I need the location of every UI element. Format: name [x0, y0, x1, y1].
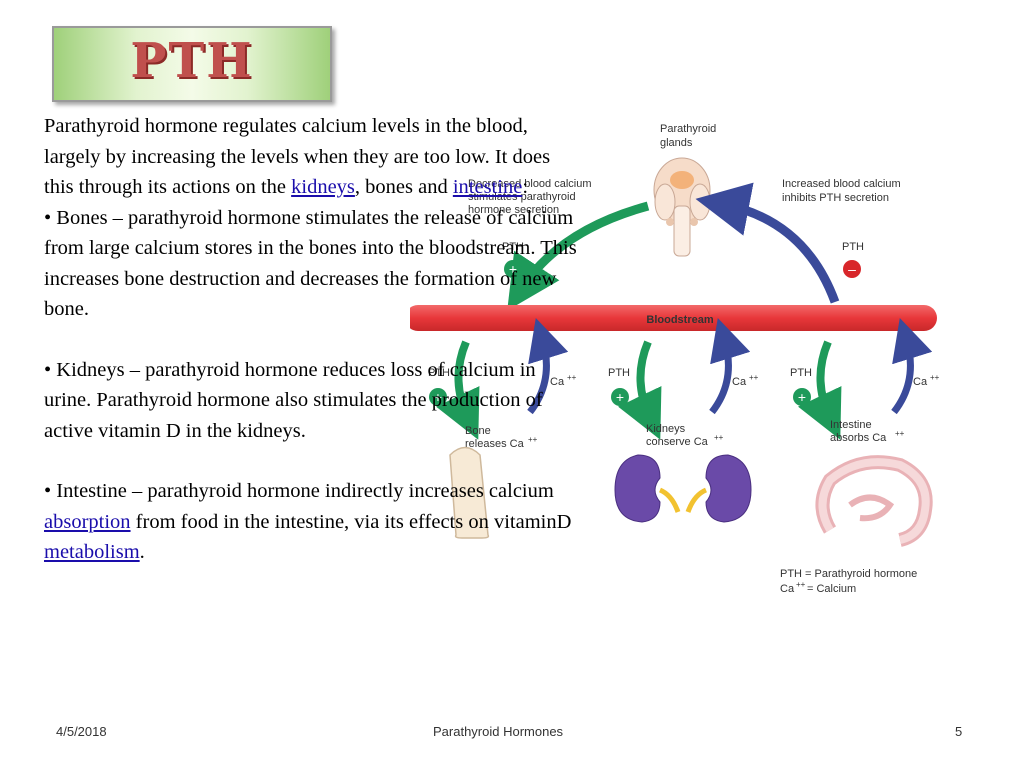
footer-title: Parathyroid Hormones	[433, 724, 564, 739]
kidneys-bullet: • Kidneys – parathyroid hormone reduces …	[44, 358, 543, 442]
title-box: PTH	[52, 26, 332, 102]
svg-text:PTH: PTH	[428, 367, 450, 379]
svg-text:+: +	[616, 389, 624, 405]
bloodstream-label: Bloodstream	[646, 314, 713, 326]
parathyroid-glands-image	[653, 157, 711, 257]
svg-text:++: ++	[895, 429, 905, 438]
kidneys-label-2: conserve Ca	[646, 436, 709, 448]
bones-bullet: • Bones – parathyroid hormone stimulates…	[44, 206, 577, 321]
glands-label-2: glands	[660, 137, 693, 149]
svg-text:PTH: PTH	[790, 367, 812, 379]
svg-text:PTH: PTH	[608, 367, 630, 379]
slide-body: Parathyroid hormone regulates calcium le…	[44, 111, 584, 568]
pth-label-top-left: PTH	[502, 241, 524, 253]
intestine-label-2: absorbs Ca	[830, 432, 887, 444]
svg-text:Ca: Ca	[913, 376, 928, 388]
legend-line-2a: Ca	[780, 583, 795, 595]
pth-diagram: Parathyroid glands Decreased blood calci…	[410, 123, 940, 595]
decreased-label-1: Decreased blood calcium	[468, 178, 592, 190]
svg-text:++: ++	[714, 433, 724, 442]
increased-label-2: inhibits PTH secretion	[782, 192, 889, 204]
intestine-arrows: PTH + Ca ++	[790, 317, 940, 440]
svg-text:–: –	[848, 261, 856, 277]
intestine-link[interactable]: intestine	[452, 176, 523, 198]
green-arc-arrow	[507, 201, 650, 311]
absorption-link[interactable]: absorption	[44, 510, 131, 533]
svg-text:+: +	[509, 261, 517, 277]
kidneys-link[interactable]: kidneys	[291, 176, 355, 198]
glands-label-1: Parathyroid	[660, 123, 716, 135]
bone-label-2: releases Ca	[465, 438, 525, 450]
svg-text:+: +	[798, 389, 806, 405]
svg-text:++: ++	[796, 580, 806, 589]
footer-date: 4/5/2018	[56, 724, 107, 739]
intestine-image	[815, 455, 933, 547]
bone-label-1: Bone	[465, 425, 491, 437]
decreased-label-2: stimulates parathyroid	[468, 191, 576, 203]
svg-text:++: ++	[930, 373, 940, 382]
bone-image	[449, 446, 490, 539]
svg-text:++: ++	[567, 373, 577, 382]
intestine-label-1: Intestine	[830, 419, 872, 431]
kidney-arrows: PTH + Ca ++	[608, 317, 759, 440]
svg-text:++: ++	[749, 373, 759, 382]
pth-label-top-right: PTH	[842, 241, 864, 253]
increased-label-1: Increased blood calcium	[782, 178, 901, 190]
decreased-label-3: hormone secretion	[468, 204, 559, 216]
footer-page-number: 5	[955, 724, 963, 739]
intro-paragraph: Parathyroid hormone regulates calcium le…	[44, 115, 551, 198]
legend-line-2b: = Calcium	[807, 583, 856, 595]
minus-icon-top-right	[843, 260, 861, 278]
svg-text:++: ++	[528, 435, 538, 444]
svg-text:Ca: Ca	[732, 376, 747, 388]
kidneys-label-1: Kidneys	[646, 423, 686, 435]
bone-arrows: PTH + Ca ++	[428, 317, 577, 440]
blue-arc-arrow	[695, 182, 840, 304]
kidneys-image	[614, 454, 752, 523]
intestine-bullet: • Intestine – parathyroid hormone indire…	[44, 480, 572, 563]
plus-icon-top-left	[504, 260, 522, 278]
slide-title: PTH	[130, 33, 254, 89]
legend-line-1: PTH = Parathyroid hormone	[780, 568, 917, 580]
svg-text:+: +	[434, 389, 442, 405]
svg-text:Ca: Ca	[550, 376, 565, 388]
metabolism-link[interactable]: metabolism	[44, 541, 140, 563]
